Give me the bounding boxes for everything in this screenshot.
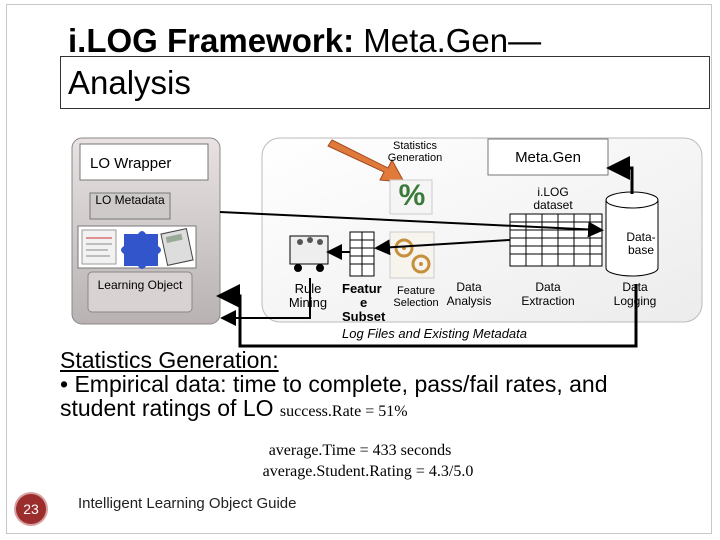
database-icon (605, 191, 659, 277)
ilog-dataset-table-icon (509, 213, 603, 267)
mining-to-wrapper-arrow (220, 278, 311, 326)
bullet-line-2: student ratings of LO success.Rate = 51% (60, 395, 408, 421)
formula-average-time: average.Time = 433 seconds (268, 442, 452, 459)
puzzle-icon (121, 231, 161, 269)
slide-title: i.LOG Framework: Meta.Gen— (68, 22, 541, 60)
metagen-label: Meta.Gen (515, 149, 581, 166)
footer-text: Intelligent Learning Object Guide (78, 495, 297, 512)
wrapper-to-database-arrow (219, 211, 604, 238)
feature-subset-icon (349, 231, 375, 277)
percent-icon-box (389, 179, 433, 215)
lo-wrapper-label-box (79, 143, 209, 181)
database-label: Data-base (626, 230, 656, 257)
lo-wrapper-label: LO Wrapper (90, 155, 172, 172)
metagen-box (487, 138, 609, 176)
percent-icon: % (398, 179, 426, 212)
formula-success-rate: success.Rate = 51% (279, 403, 408, 420)
statistics-text: Statistics Generation: • Empirical data:… (60, 348, 700, 424)
rule-mining-icon (289, 235, 329, 272)
slide-frame (6, 4, 712, 534)
gears-icon (389, 231, 435, 279)
slide-number-badge: 23 (16, 494, 46, 524)
formula-average-rating: average.Student.Rating = 4.3/5.0 (262, 463, 474, 480)
learning-object-label: Learning Object (97, 278, 183, 292)
lo-metadata-box (89, 192, 171, 220)
lo-metadata-label: LO Metadata (95, 193, 165, 207)
log-files-label: Log Files and Existing Metadata (342, 326, 527, 341)
calculator-icon (160, 228, 194, 266)
feature-subset-label: Featur e Subset (342, 281, 386, 324)
dataset-to-subset-arrow (374, 239, 511, 256)
slide-title-line2: Analysis (68, 64, 191, 101)
learning-object-label-box (87, 271, 193, 313)
title-rest: Meta.Gen— (354, 22, 542, 59)
document-icon (81, 229, 117, 265)
title-bold: i.LOG Framework: (68, 22, 355, 59)
log-files-loop (216, 284, 638, 348)
statistics-heading: Statistics Generation: (60, 347, 279, 373)
bullet-line-1: • Empirical data: time to complete, pass… (60, 371, 608, 397)
title-box (60, 56, 710, 109)
database-to-dataset-arrow (606, 156, 634, 194)
